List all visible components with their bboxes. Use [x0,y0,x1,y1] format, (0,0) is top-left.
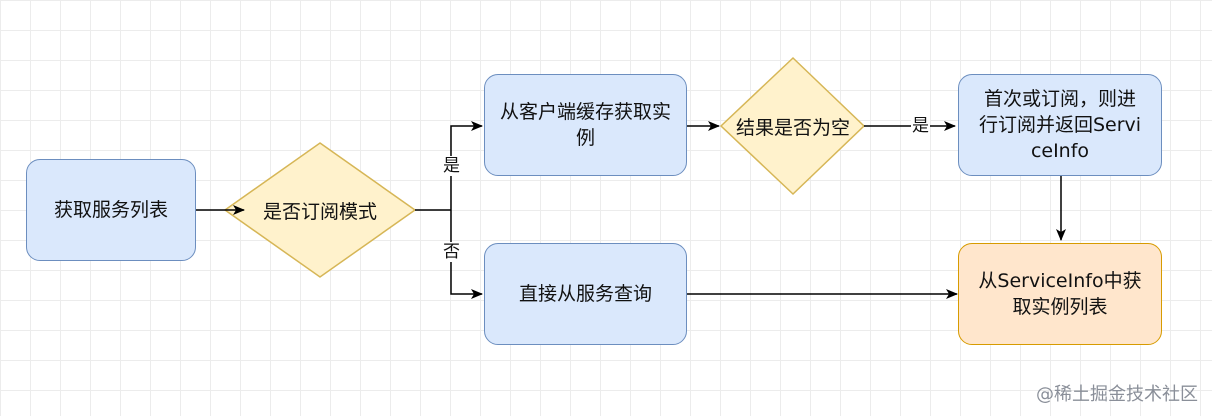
node-get-from-client-cache: 从客户端缓存获取实例 [484,74,687,176]
decision-subscribe-mode-text: 是否订阅模式 [262,200,377,223]
node-get-service-list: 获取服务列表 [26,159,196,261]
edge-yes-to-cache [450,121,483,210]
node-get-instances-from-serviceinfo-text: 从ServiceInfo中获取实例列表 [978,270,1142,318]
decision-subscribe-mode-shape [223,142,417,278]
edge-label-yes-cache: 是 [442,156,461,176]
edge-label-yes-subscribe: 是 [911,116,930,136]
node-query-from-service-text: 直接从服务查询 [518,283,652,305]
decision-result-empty-shape [719,56,866,196]
decision-result-empty-text: 结果是否为空 [735,116,850,139]
decision-result-empty-label: 结果是否为空 [728,111,858,141]
node-get-instances-from-serviceinfo: 从ServiceInfo中获取实例列表 [958,243,1162,345]
node-first-or-subscribe: 首次或订阅，则进行订阅并返回ServiceInfo [958,74,1162,176]
edge-label-no-query: 否 [442,242,461,262]
decision-subscribe-mode-label: 是否订阅模式 [245,195,395,225]
node-get-service-list-text: 获取服务列表 [53,199,168,221]
edge-no-to-query [450,210,483,299]
watermark-text: @稀土掘金技术社区 [1036,384,1198,405]
node-first-or-subscribe-text: 首次或订阅，则进行订阅并返回ServiceInfo [978,88,1142,162]
node-get-from-client-cache-text: 从客户端缓存获取实例 [499,101,671,149]
node-query-from-service: 直接从服务查询 [484,243,687,345]
